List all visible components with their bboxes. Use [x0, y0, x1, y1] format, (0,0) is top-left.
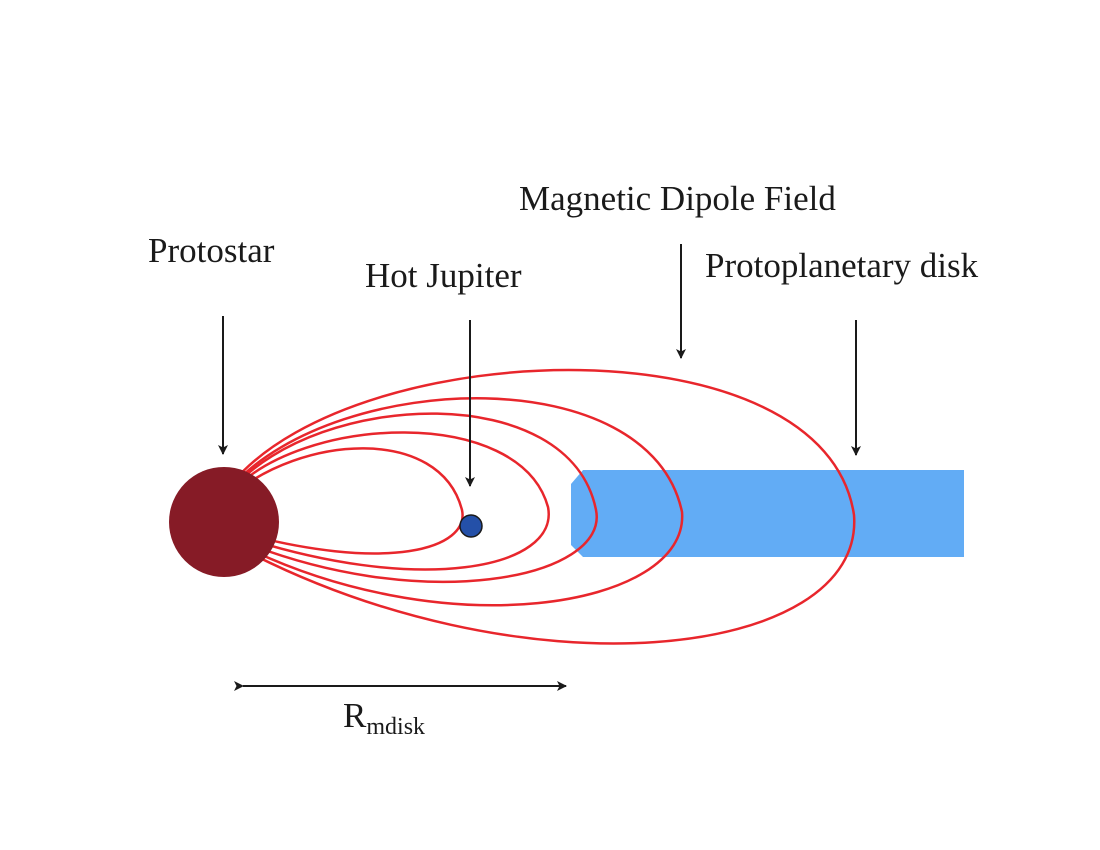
radius-label: Rmdisk: [343, 696, 425, 740]
field-line-4: [228, 397, 684, 607]
protoplanetary-disk: [571, 470, 964, 557]
pointer-arrows: [218, 244, 861, 691]
field-line-3: [228, 412, 598, 584]
protostar-label: Protostar: [148, 231, 275, 270]
disk-label: Protoplanetary disk: [705, 246, 979, 285]
radius-subscript: mdisk: [366, 714, 425, 740]
radius-symbol: R: [343, 696, 367, 735]
field-line-1: [229, 447, 464, 555]
hot-jupiter-label: Hot Jupiter: [365, 256, 522, 295]
magnetic-field-lines: [228, 368, 856, 645]
field-line-5: [228, 368, 856, 645]
protostar: [169, 467, 279, 577]
magnetic-field-label: Magnetic Dipole Field: [519, 179, 836, 218]
hot-jupiter-planet: [459, 514, 483, 538]
field-line-2: [229, 431, 550, 571]
